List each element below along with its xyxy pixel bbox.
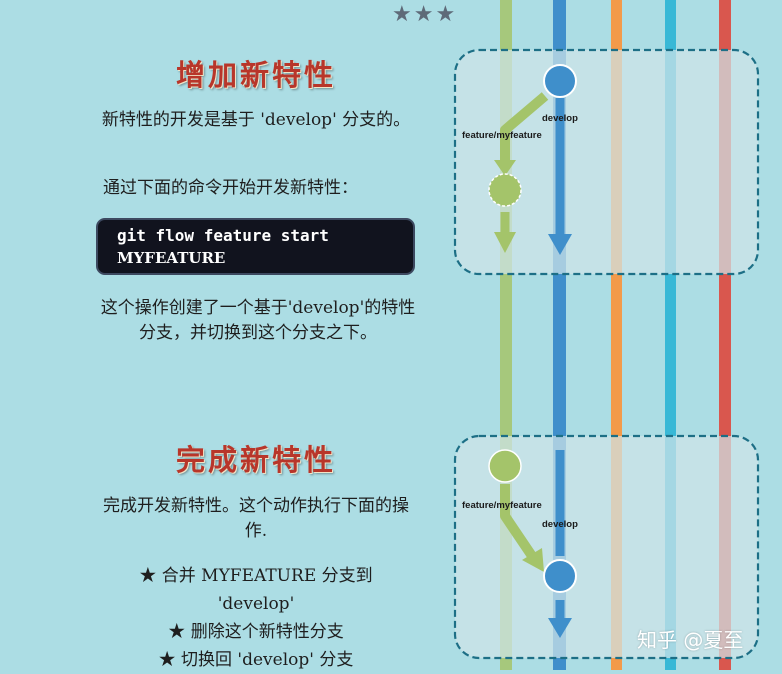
feature-label-top: feature/myfeature <box>462 130 542 141</box>
develop-label-top: develop <box>542 113 578 124</box>
section1-result: 这个操作创建了一个基于'develop'的特性分支，并切换到这个分支之下。 <box>100 298 416 343</box>
watermark: 知乎 @夏至 <box>637 628 744 652</box>
release-lane <box>611 0 622 670</box>
section1-prompt: 通过下面的命令开始开发新特性： <box>103 178 358 198</box>
feature-label-bottom: feature/myfeature <box>462 500 542 511</box>
rating-stars: ★★★ <box>392 2 458 27</box>
merge-arrow-head <box>522 548 544 572</box>
develop-label-bottom: develop <box>542 519 578 530</box>
command-line-2: MYFEATURE <box>117 249 226 267</box>
finish-step-checkout: ★ 切换回 'develop' 分支 <box>158 650 354 670</box>
hotfix-lane <box>665 0 676 670</box>
branch-off-arrow-head <box>494 160 516 176</box>
develop-merge-node <box>543 559 577 593</box>
branch-off-arrow <box>500 92 549 164</box>
finish-feature-box <box>453 434 760 660</box>
finish-steps-list: ★ 合并 MYFEATURE 分支到 'develop' ★ 删除这个新特性分支… <box>100 562 412 674</box>
feature-end-node <box>488 449 522 483</box>
feature-arrow-head-top <box>494 232 516 253</box>
section2-intro: 完成开发新特性。这个动作执行下面的操作. <box>103 496 409 541</box>
section2-title: 完成新特性 <box>175 443 336 477</box>
feature-start-node <box>488 173 522 207</box>
develop-arrow-head-top <box>548 234 572 255</box>
command-line-1: git flow feature start <box>117 226 329 245</box>
finish-step-merge: ★ 合并 MYFEATURE 分支到 'develop' <box>139 566 373 614</box>
command-box: git flow feature start MYFEATURE <box>96 218 415 275</box>
develop-commit-node-top <box>543 64 577 98</box>
finish-step-delete: ★ 删除这个新特性分支 <box>168 622 344 642</box>
develop-arrow-head-bottom <box>548 618 572 638</box>
merge-arrow <box>500 484 537 559</box>
section1-title: 增加新特性 <box>175 58 336 92</box>
section1-intro: 新特性的开发是基于 'develop' 分支的。 <box>101 110 411 130</box>
